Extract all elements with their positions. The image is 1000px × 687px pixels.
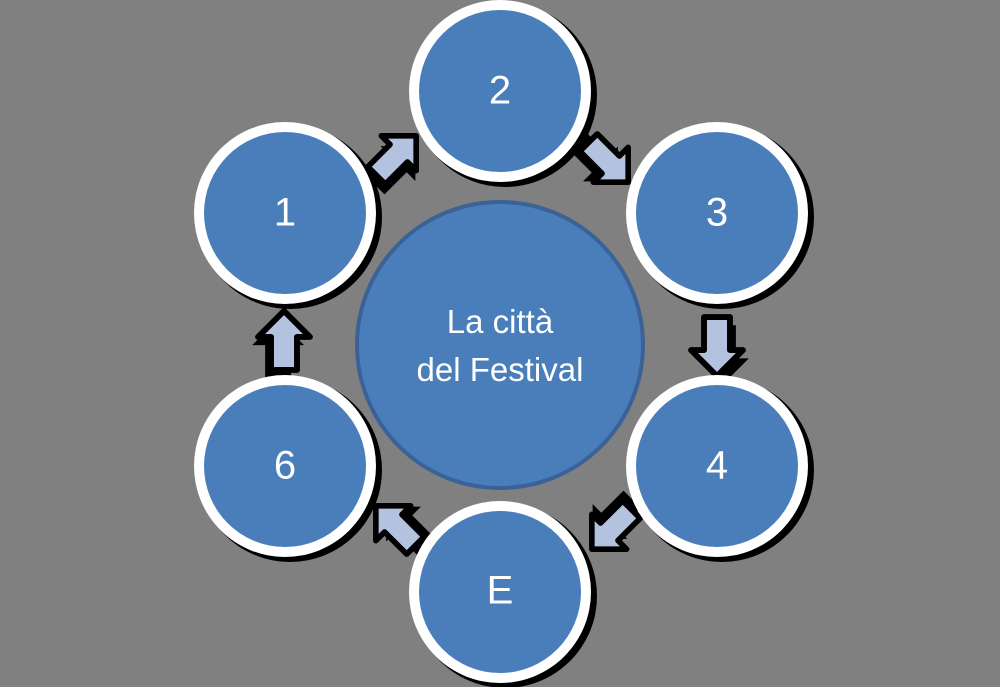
- arrow-3-to-4-body: [688, 314, 746, 379]
- arrow-6-to-1: [252, 308, 313, 379]
- node-1-circle: [204, 132, 366, 294]
- node-5-circle: [419, 511, 581, 673]
- arrow-E-to-6-body: [373, 503, 427, 557]
- node-4-circle: [636, 385, 798, 547]
- node-6-circle: [204, 385, 366, 547]
- center-node[interactable]: La città del Festival: [355, 200, 645, 490]
- node-4[interactable]: 4: [626, 375, 814, 562]
- node-3-circle: [636, 132, 798, 294]
- node-1[interactable]: 1: [194, 122, 382, 309]
- node-2-label: 2: [489, 69, 511, 113]
- arrow-3-to-4: [688, 314, 749, 385]
- arrow-2-to-3-body: [577, 131, 631, 185]
- node-6[interactable]: 6: [194, 375, 382, 562]
- arrow-1-to-2: [365, 133, 419, 195]
- arrow-4-to-E-body: [589, 498, 643, 552]
- node-5[interactable]: E: [409, 501, 597, 687]
- center-node-label-line1: La città: [447, 303, 554, 340]
- node-5-label: E: [487, 569, 514, 613]
- arrow-6-to-1-body: [255, 308, 313, 373]
- arrow-1-to-2-body: [365, 133, 419, 187]
- arrow-E-to-6: [373, 503, 435, 557]
- center-node-label-line2: del Festival: [417, 351, 584, 388]
- node-3[interactable]: 3: [626, 122, 814, 309]
- node-4-label: 4: [706, 444, 728, 488]
- node-6-label: 6: [274, 444, 296, 488]
- node-2-circle: [419, 10, 581, 172]
- arrow-4-to-E: [589, 490, 643, 552]
- node-1-label: 1: [274, 191, 296, 235]
- node-2[interactable]: 2: [409, 0, 597, 187]
- node-3-label: 3: [706, 191, 728, 235]
- center-node-circle: [355, 200, 645, 490]
